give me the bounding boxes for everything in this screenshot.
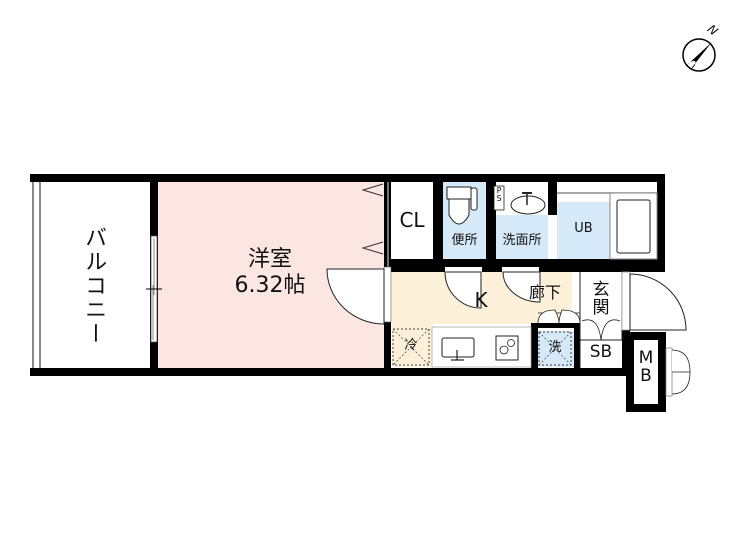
unit-bath-label: UB (574, 221, 593, 236)
washroom-door (502, 271, 541, 303)
stove (495, 335, 519, 361)
kitchen-label: K (474, 288, 488, 312)
balcony-label: バルコニー (81, 226, 107, 346)
closet-floor (391, 182, 433, 267)
toilet-door (444, 271, 482, 309)
closet-door (361, 183, 384, 197)
wall-cl-toilet (433, 182, 443, 267)
western-room-size: 6.32帖 (234, 273, 306, 298)
washer-label: 洗 (548, 340, 562, 355)
shoe-box-label: SB (589, 342, 613, 362)
pipe-space-label: P S (496, 186, 502, 204)
wall-right (657, 174, 665, 272)
washer-space (538, 331, 572, 366)
mb-inner (634, 340, 658, 404)
wall-top (30, 174, 660, 182)
western-room-name: 洋室 (247, 247, 292, 272)
fridge-label: 冷 (404, 338, 418, 353)
wall-washer-top (531, 323, 580, 328)
wall-room-right-lower (384, 322, 391, 368)
compass-icon (682, 38, 716, 72)
meter-box-label: M B (638, 348, 654, 386)
wall-washer-right (574, 323, 580, 368)
kitchen-sink (441, 337, 475, 358)
bathtub (616, 199, 651, 254)
hallway-label: 廊下 (528, 283, 561, 302)
wall-bottom (30, 368, 630, 376)
closet-label: CL (399, 208, 425, 232)
entrance-door (629, 273, 687, 331)
entrance-label: 玄 関 (592, 280, 610, 318)
wall-washer-left (531, 323, 538, 368)
washroom-floor (496, 215, 548, 259)
washroom-label: 洗面所 (502, 233, 542, 248)
unit-bath-floor (557, 202, 610, 259)
wall-toilet-wash (486, 182, 496, 267)
toilet-label: 便所 (451, 233, 478, 248)
balcony-floor (38, 182, 152, 368)
room-door (326, 268, 385, 325)
